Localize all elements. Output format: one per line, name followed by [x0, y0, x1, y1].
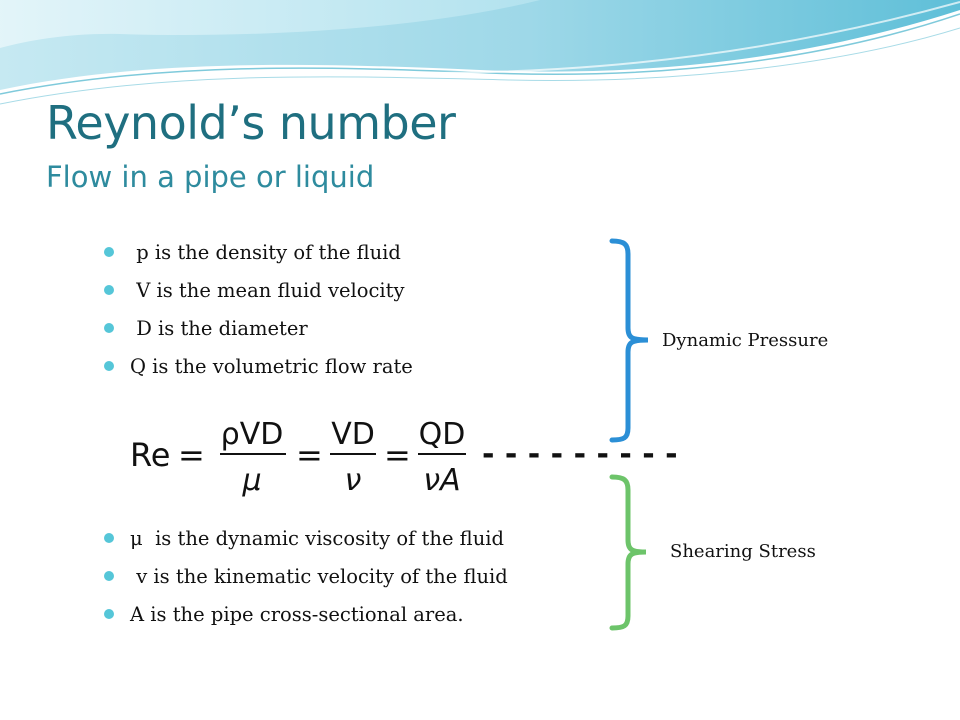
- bullet-flow-rate: Q is the volumetric flow rate: [104, 348, 413, 386]
- slide-title: Reynold’s number: [46, 96, 456, 150]
- formula-term2-denominator: ν: [345, 463, 362, 498]
- dynamic-pressure-bracket: [609, 238, 649, 443]
- bullet-dynamic-viscosity: μ is the dynamic viscosity of the fluid: [104, 520, 508, 558]
- formula-dash-leader: - - - - - - - - -: [482, 437, 678, 472]
- shearing-stress-bracket: [609, 474, 647, 631]
- formula-equals-3: =: [384, 436, 411, 474]
- bottom-bullet-list: μ is the dynamic viscosity of the fluid …: [104, 520, 508, 634]
- formula-term1-numerator: ρVD: [221, 417, 284, 452]
- formula-term3-numerator: QD: [419, 417, 466, 452]
- bullet-diameter: D is the diameter: [104, 310, 413, 348]
- reynolds-formula: Re = ρVD μ = VD ν = QD νA - - - - - - - …: [130, 417, 678, 498]
- slide-subtitle: Flow in a pipe or liquid: [46, 160, 375, 194]
- shearing-stress-label: Shearing Stress: [670, 541, 816, 562]
- brace-brackets: [609, 238, 649, 631]
- formula-re: Re: [130, 436, 170, 474]
- bullet-kinematic-velocity: v is the kinematic velocity of the fluid: [104, 558, 508, 596]
- top-bullet-list: p is the density of the fluid V is the m…: [104, 234, 413, 386]
- formula-term3-denominator: νA: [423, 463, 460, 498]
- formula-term2-numerator: VD: [331, 417, 375, 452]
- bullet-density: p is the density of the fluid: [104, 234, 413, 272]
- header-wave-decoration: [0, 0, 960, 105]
- dynamic-pressure-label: Dynamic Pressure: [662, 330, 829, 351]
- formula-equals-1: =: [178, 436, 205, 474]
- formula-equals-2: =: [296, 436, 323, 474]
- bullet-velocity: V is the mean fluid velocity: [104, 272, 413, 310]
- bullet-cross-sectional-area: A is the pipe cross-sectional area.: [104, 596, 508, 634]
- formula-term1-denominator: μ: [241, 463, 261, 498]
